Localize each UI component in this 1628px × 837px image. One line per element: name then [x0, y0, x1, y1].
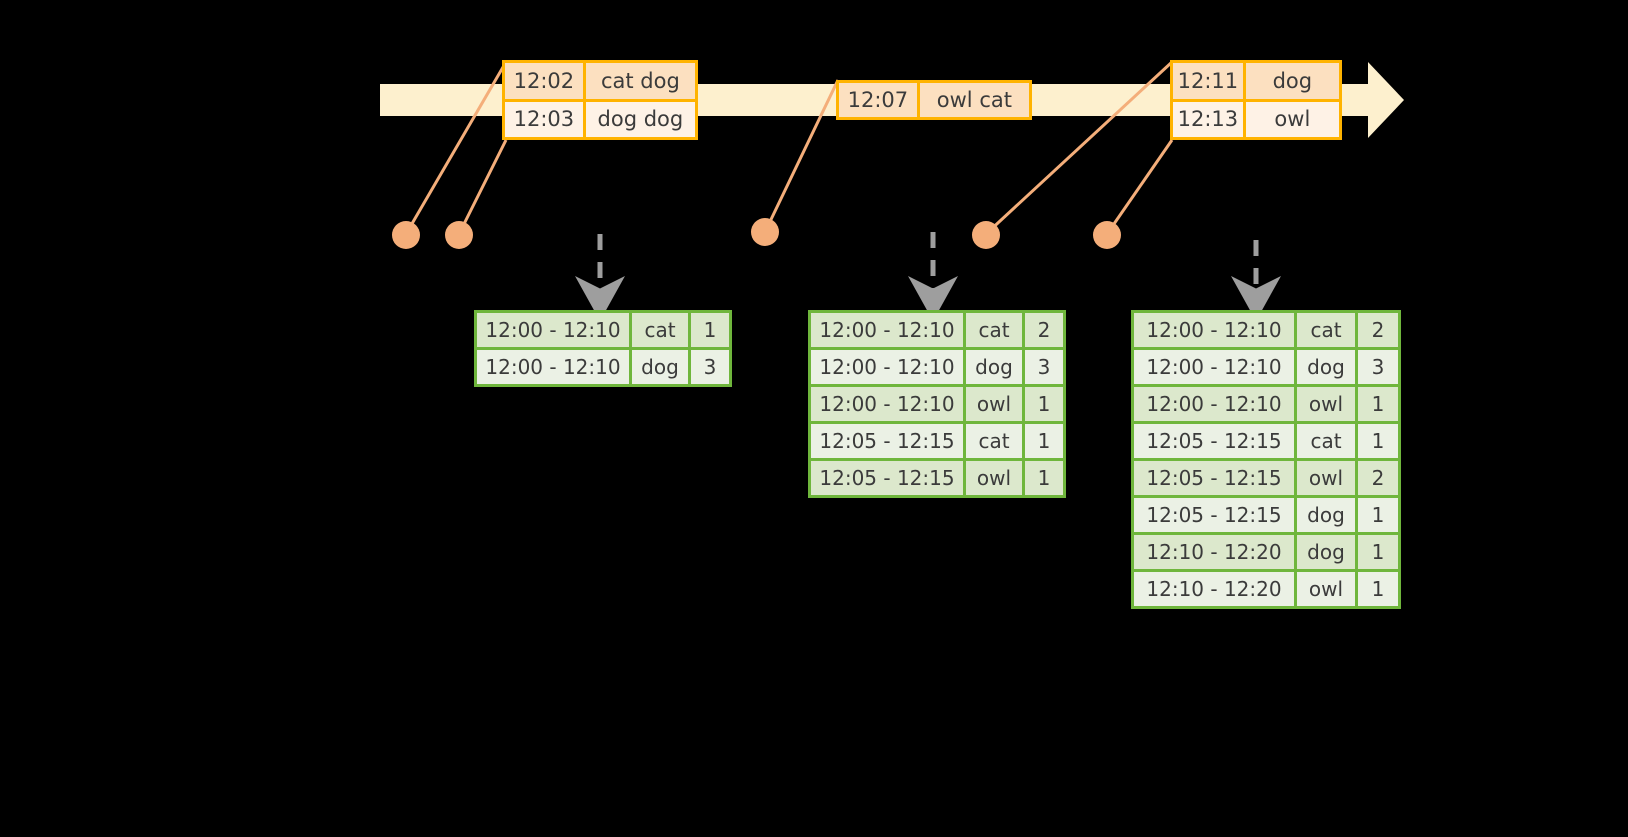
table-row[interactable]: 12:10 - 12:20 owl 1: [1134, 572, 1398, 606]
marker-dot-4: [972, 221, 1000, 249]
event-group-2[interactable]: 12:07 owl cat: [836, 80, 1032, 120]
dashed-arrows: [575, 232, 1281, 321]
event-row[interactable]: 12:13 owl: [1173, 98, 1339, 137]
event-time: 12:03: [505, 101, 586, 137]
marker-dot-5: [1093, 221, 1121, 249]
event-value: owl: [1245, 101, 1339, 137]
aggregate-table-1[interactable]: 12:00 - 12:10 cat 1 12:00 - 12:10 dog 3: [474, 310, 732, 387]
key-cell: cat: [966, 424, 1022, 458]
window-cell: 12:05 - 12:15: [1134, 498, 1294, 532]
event-group-1[interactable]: 12:02 cat dog 12:03 dog dog: [502, 60, 698, 140]
event-row[interactable]: 12:07 owl cat: [839, 83, 1029, 117]
table-row[interactable]: 12:00 - 12:10 dog 3: [1134, 350, 1398, 384]
event-row[interactable]: 12:03 dog dog: [505, 98, 695, 137]
aggregate-table-2[interactable]: 12:00 - 12:10 cat 2 12:00 - 12:10 dog 3 …: [808, 310, 1066, 498]
window-cell: 12:00 - 12:10: [811, 350, 963, 384]
count-cell: 3: [691, 350, 729, 384]
event-value: dog dog: [585, 101, 695, 137]
marker-dots: [392, 218, 1121, 249]
table-row[interactable]: 12:00 - 12:10 cat 1: [477, 313, 729, 347]
window-cell: 12:10 - 12:20: [1134, 572, 1294, 606]
table-row[interactable]: 12:00 - 12:10 dog 3: [477, 350, 729, 384]
key-cell: owl: [1297, 387, 1355, 421]
table-row[interactable]: 12:00 - 12:10 cat 2: [811, 313, 1063, 347]
key-cell: dog: [1297, 498, 1355, 532]
table-row[interactable]: 12:05 - 12:15 dog 1: [1134, 498, 1398, 532]
window-cell: 12:05 - 12:15: [811, 424, 963, 458]
key-cell: owl: [1297, 461, 1355, 495]
key-cell: owl: [966, 461, 1022, 495]
key-cell: dog: [632, 350, 688, 384]
count-cell: 1: [1025, 461, 1063, 495]
event-value: dog: [1245, 63, 1339, 99]
event-time: 12:02: [505, 63, 586, 99]
count-cell: 2: [1358, 461, 1398, 495]
leader-line-5: [1105, 139, 1174, 235]
leader-line-3: [763, 79, 840, 233]
count-cell: 1: [1358, 498, 1398, 532]
window-cell: 12:05 - 12:15: [811, 461, 963, 495]
table-row[interactable]: 12:05 - 12:15 owl 2: [1134, 461, 1398, 495]
count-cell: 1: [1358, 535, 1398, 569]
marker-dot-2: [445, 221, 473, 249]
key-cell: dog: [966, 350, 1022, 384]
window-cell: 12:05 - 12:15: [1134, 424, 1294, 458]
count-cell: 1: [1025, 424, 1063, 458]
count-cell: 1: [1358, 424, 1398, 458]
table-row[interactable]: 12:00 - 12:10 owl 1: [811, 387, 1063, 421]
key-cell: dog: [1297, 535, 1355, 569]
event-row[interactable]: 12:11 dog: [1173, 63, 1339, 99]
window-cell: 12:00 - 12:10: [811, 387, 963, 421]
count-cell: 1: [1358, 387, 1398, 421]
event-time: 12:13: [1173, 101, 1246, 137]
table-row[interactable]: 12:00 - 12:10 owl 1: [1134, 387, 1398, 421]
table-row[interactable]: 12:05 - 12:15 cat 1: [1134, 424, 1398, 458]
window-cell: 12:00 - 12:10: [477, 313, 629, 347]
table-row[interactable]: 12:05 - 12:15 owl 1: [811, 461, 1063, 495]
event-time: 12:07: [839, 83, 920, 117]
count-cell: 1: [691, 313, 729, 347]
window-cell: 12:00 - 12:10: [1134, 313, 1294, 347]
count-cell: 2: [1025, 313, 1063, 347]
key-cell: cat: [1297, 313, 1355, 347]
count-cell: 2: [1358, 313, 1398, 347]
event-group-3[interactable]: 12:11 dog 12:13 owl: [1170, 60, 1342, 140]
count-cell: 1: [1025, 387, 1063, 421]
event-value: owl cat: [919, 83, 1029, 117]
key-cell: owl: [966, 387, 1022, 421]
key-cell: owl: [1297, 572, 1355, 606]
window-cell: 12:00 - 12:10: [811, 313, 963, 347]
leader-line-2: [457, 139, 508, 235]
table-row[interactable]: 12:00 - 12:10 dog 3: [811, 350, 1063, 384]
table-row[interactable]: 12:05 - 12:15 cat 1: [811, 424, 1063, 458]
marker-dot-3: [751, 218, 779, 246]
event-value: cat dog: [585, 63, 695, 99]
count-cell: 3: [1358, 350, 1398, 384]
key-cell: cat: [966, 313, 1022, 347]
window-cell: 12:00 - 12:10: [1134, 350, 1294, 384]
event-row[interactable]: 12:02 cat dog: [505, 63, 695, 99]
table-row[interactable]: 12:00 - 12:10 cat 2: [1134, 313, 1398, 347]
window-cell: 12:05 - 12:15: [1134, 461, 1294, 495]
key-cell: dog: [1297, 350, 1355, 384]
leader-line-1: [404, 61, 508, 235]
key-cell: cat: [632, 313, 688, 347]
count-cell: 3: [1025, 350, 1063, 384]
window-cell: 12:00 - 12:10: [477, 350, 629, 384]
event-time: 12:11: [1173, 63, 1246, 99]
window-cell: 12:10 - 12:20: [1134, 535, 1294, 569]
window-cell: 12:00 - 12:10: [1134, 387, 1294, 421]
marker-dot-1: [392, 221, 420, 249]
table-row[interactable]: 12:10 - 12:20 dog 1: [1134, 535, 1398, 569]
key-cell: cat: [1297, 424, 1355, 458]
aggregate-table-3[interactable]: 12:00 - 12:10 cat 2 12:00 - 12:10 dog 3 …: [1131, 310, 1401, 609]
count-cell: 1: [1358, 572, 1398, 606]
